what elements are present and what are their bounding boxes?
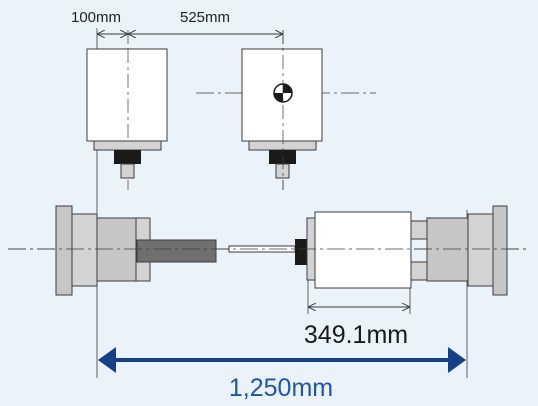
boring-bar bbox=[136, 239, 217, 263]
left-spindle bbox=[55, 205, 151, 296]
dim-total-arrow bbox=[98, 347, 466, 373]
right-spindle bbox=[410, 205, 508, 296]
right-tool-holder bbox=[241, 48, 323, 179]
dim-workpiece-label: 349.1mm bbox=[304, 321, 408, 349]
drill-collet bbox=[295, 239, 308, 265]
left-tool-holder bbox=[86, 48, 168, 179]
dim-100mm-label: 100mm bbox=[71, 9, 121, 26]
dim-total-label: 1,250mm bbox=[229, 374, 333, 402]
dim-525mm-label: 525mm bbox=[180, 9, 230, 26]
workpiece bbox=[314, 211, 412, 289]
